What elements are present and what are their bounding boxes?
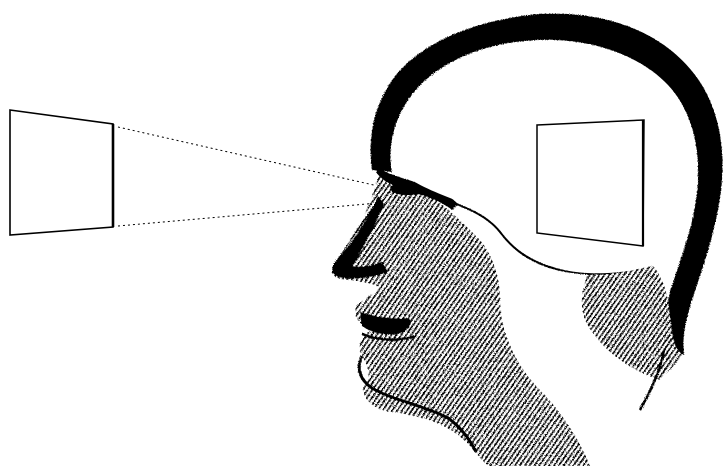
mental-image-square bbox=[537, 120, 644, 246]
external-square-object bbox=[10, 110, 113, 235]
lower-sight-line bbox=[118, 203, 378, 226]
sight-lines bbox=[118, 127, 378, 226]
upper-sight-line bbox=[118, 127, 378, 186]
